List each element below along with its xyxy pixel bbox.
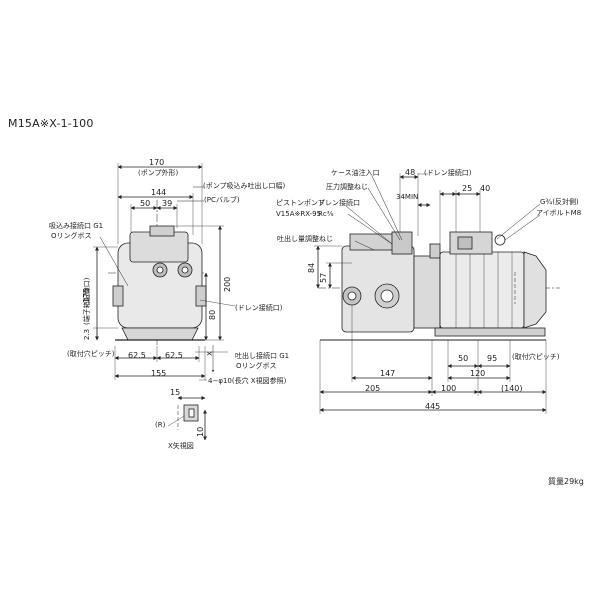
dim-39: 39 [162,199,173,208]
x-view [167,396,207,441]
dim-48: 48 [405,168,416,177]
discharge-oring-label: Oリングボス [236,362,277,370]
drain-left-label: (ドレン接続口) [235,304,283,312]
drain-port-label: ドレン接続口 [318,199,360,207]
suction-oring-label: Oリングボス [51,232,92,240]
dim-50-side: 50 [458,354,469,363]
side-adapter [413,255,441,329]
side-motor-end-cap [523,251,547,329]
front-valve-block [149,225,175,237]
mount-pitch-side: (取付穴ピッチ) [512,353,560,361]
dim-100: 100 [441,384,457,393]
mount-holes-label: 4−φ10(長穴 X視図参照) [208,377,287,385]
dim-170: 170 [149,158,165,167]
pc-valve-label: (PCバルブ) [204,196,240,204]
front-side-block-left [112,285,124,307]
dim-62-5-left: 62.5 [128,351,146,360]
side-view [314,173,560,414]
pump-model-label: V15A※RX-95 [276,210,322,218]
dim-147: 147 [380,369,396,378]
dim-205: 205 [365,384,381,393]
dim-144: 144 [151,188,167,197]
x-view-label: X矢視図 [168,442,194,450]
dim-84: 84 [307,262,316,273]
dim-140: (140) [501,384,523,393]
piston-pump-label: ピストンポンプ [276,199,325,207]
terminal-box-note: (端子箱配線口) [83,277,91,325]
front-foot [121,327,199,341]
front-side-block-right [195,285,207,307]
discharge-port-label: 吐出し接続口 G1 [235,352,290,360]
dim-62-5-right: 62.5 [165,351,183,360]
drawing-title: M15A※X-1-100 [8,117,94,130]
pressure-screw-label: 圧力調整ねじ [326,183,368,191]
dim-25: 25 [462,184,473,193]
front-view [93,163,236,381]
pump-port-note: (ポンプ吸込み吐出し口幅) [203,182,286,190]
pump-width-note: (ポンプ外形) [138,169,179,177]
dim-50-front: 50 [140,199,151,208]
dim-10: 10 [196,426,205,437]
flow-screw-label: 吐出し量調整ねじ [277,235,333,243]
dim-155: 155 [151,369,167,378]
eyebolt-label: アイボルトM8 [536,209,582,217]
dim-80: 80 [208,309,217,320]
side-motor-body [439,251,525,329]
case-oil-inlet-label: ケース油注入口 [331,169,380,177]
mount-pitch-front: (取付穴ピッチ) [67,350,115,358]
dim-r: (R) [155,421,166,429]
x-arrow-label: X [206,351,214,356]
dim-95: 95 [487,354,498,363]
dim-15: 15 [170,388,181,397]
dim-34min: 34MIN [396,193,419,201]
suction-port-label: 吸込み接続口 G1 [49,222,104,230]
front-pump-head [129,231,189,263]
rc-label: Rc⅜ [318,210,334,218]
dim-120: 120 [470,369,486,378]
side-pump-pc-block [391,231,413,255]
dim-40: 40 [480,184,491,193]
side-base [434,327,546,337]
dim-200: 200 [223,276,232,292]
dim-2-3: 2.3 [83,328,91,340]
mass-label: 質量29kg [548,477,584,486]
drain-top-label: (ドレン接続口) [424,169,472,177]
dim-57: 57 [319,272,328,283]
dim-445: 445 [425,402,441,411]
g34-label: G¾(反対側) [540,198,579,206]
